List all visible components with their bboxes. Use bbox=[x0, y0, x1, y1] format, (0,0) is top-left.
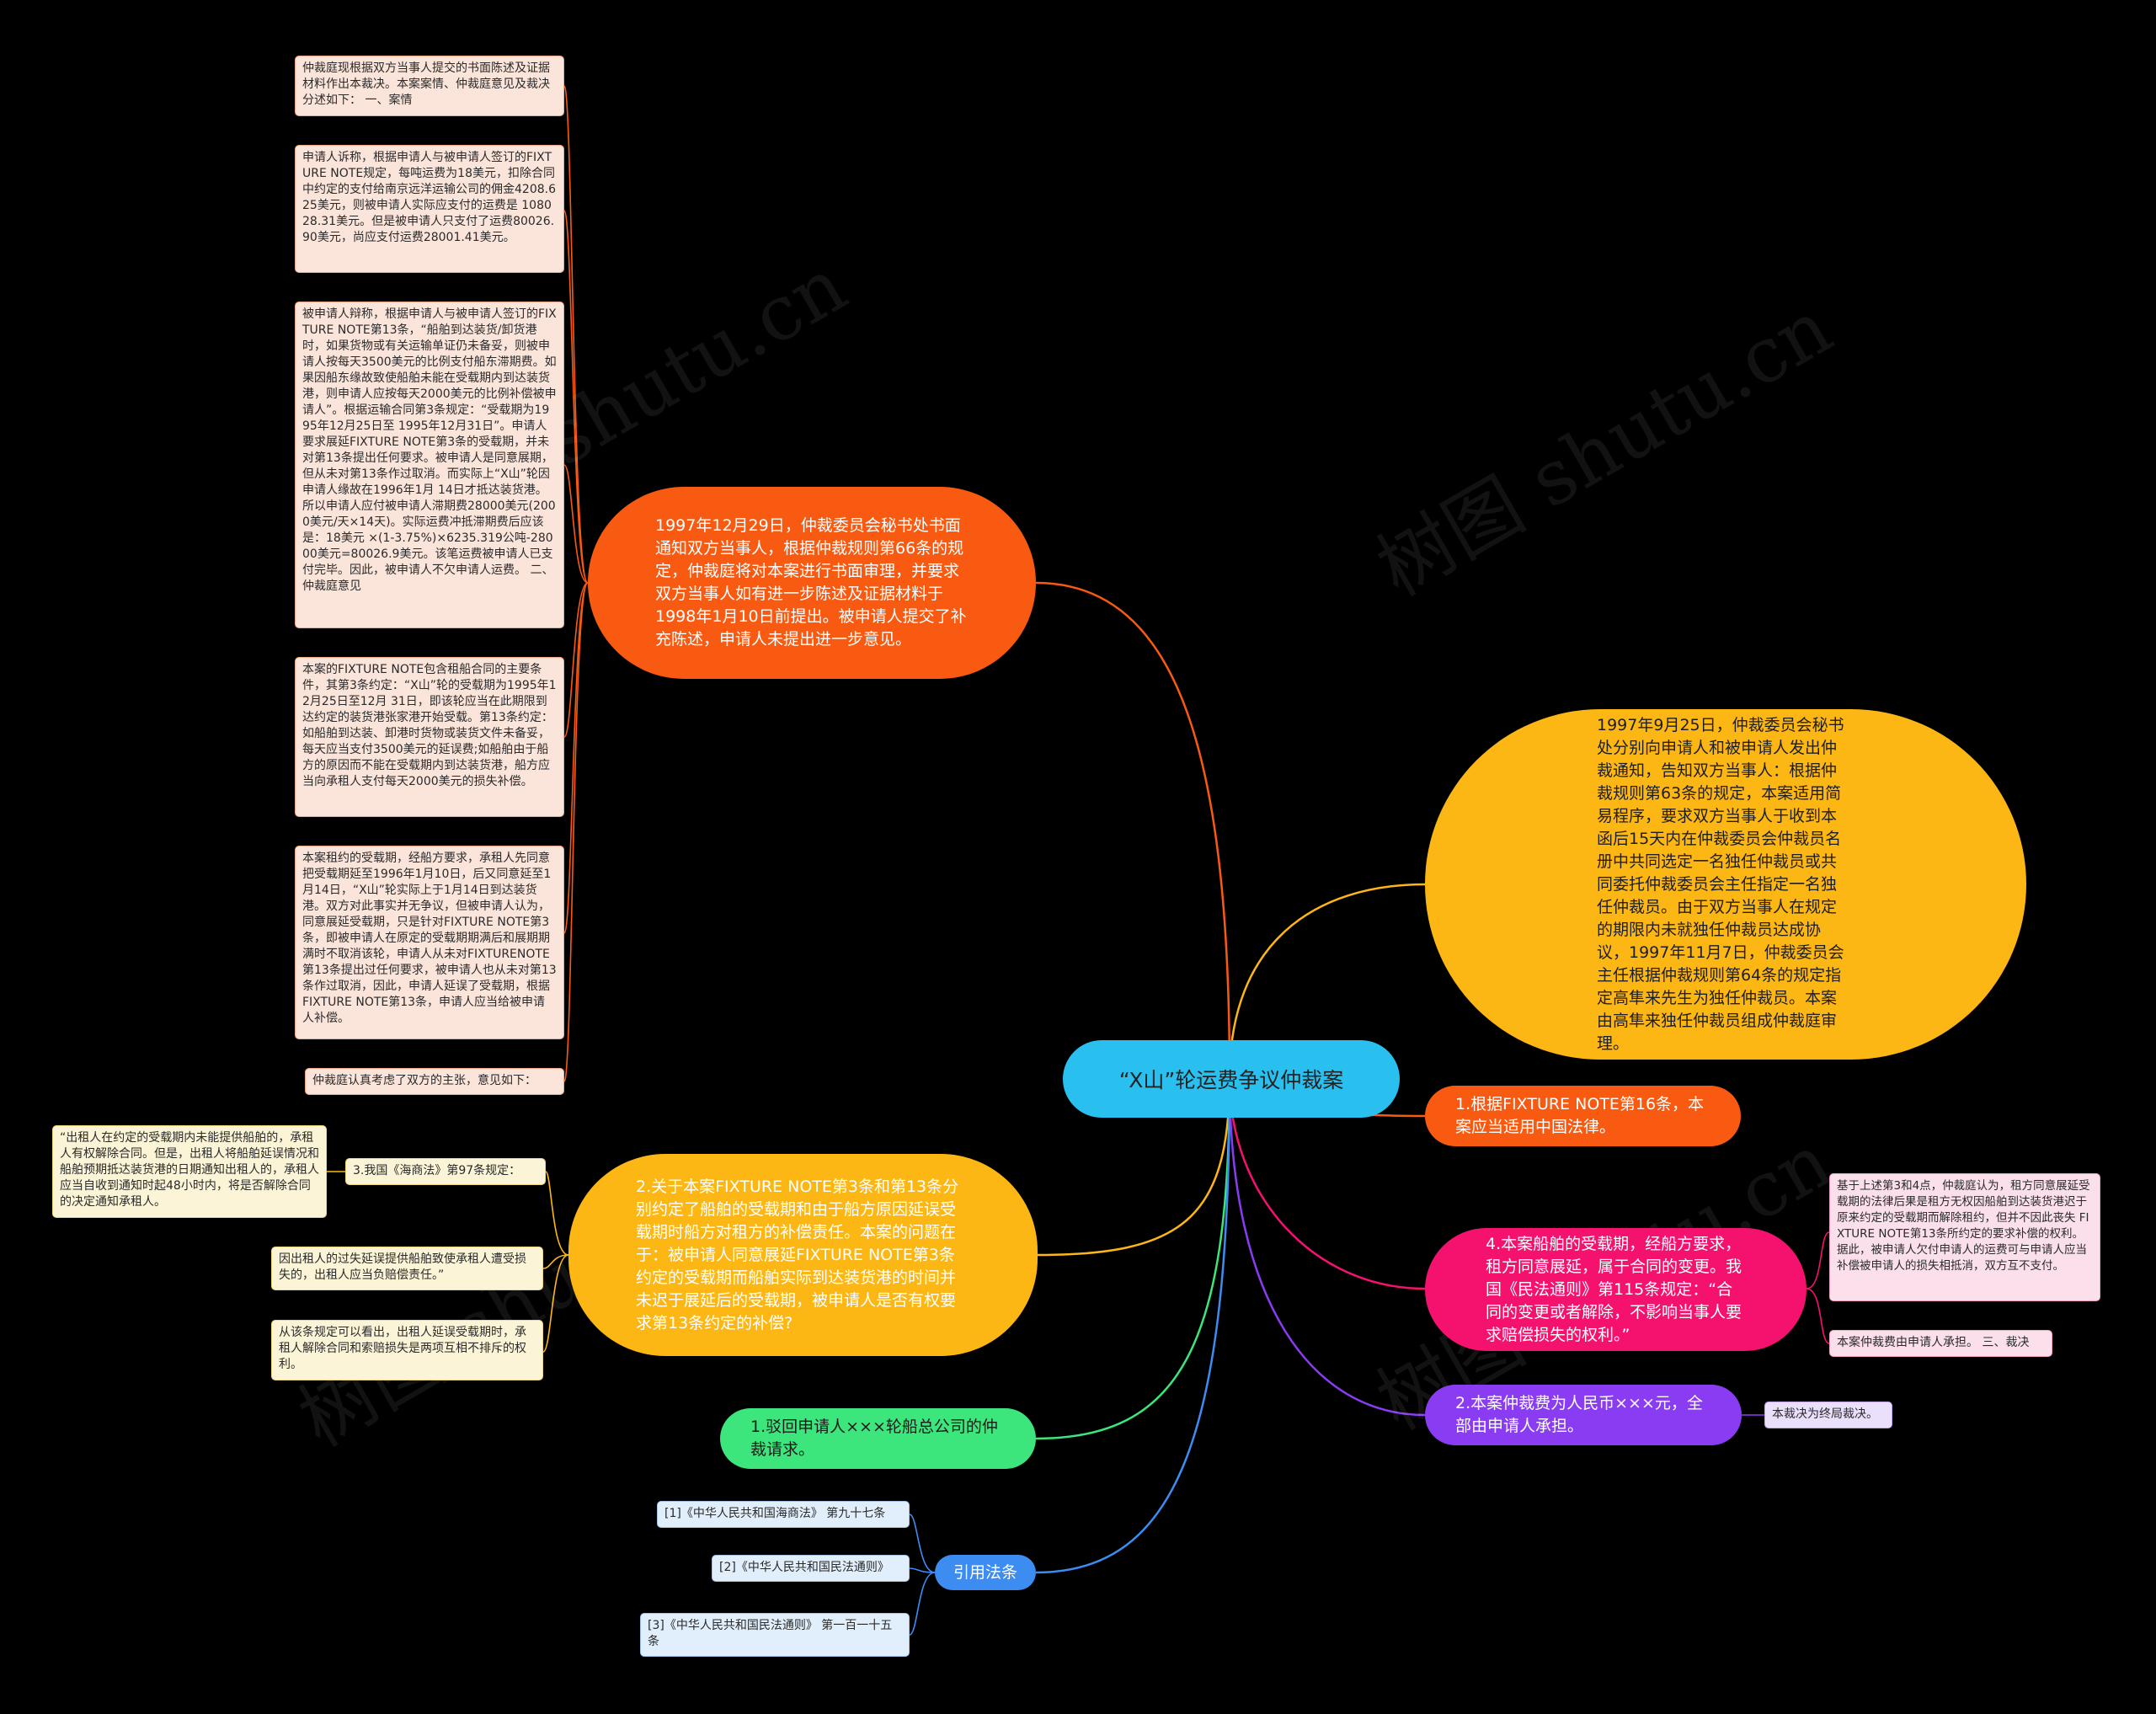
leaf-carrier-liability[interactable]: 因出租人的过失延误提供船舶致使承租人遭受损失的，出租人应当负赔偿责任。” bbox=[271, 1247, 543, 1290]
leaf-law-civil-principles-art115[interactable]: [3]《中华人民共和国民法通则》 第一百一十五条 bbox=[640, 1613, 910, 1657]
leaf-case-intro[interactable]: 仲裁庭现根据双方当事人提交的书面陈述及证据材料作出本裁决。本案案情、仲裁庭意见及… bbox=[295, 56, 564, 116]
leaf-fee-ruling[interactable]: 本案仲裁费由申请人承担。 三、裁决 bbox=[1829, 1330, 2052, 1357]
leaf-laycan-extension[interactable]: 本案租约的受载期，经船方要求，承租人先同意把受载期延至1996年1月10日，后又… bbox=[295, 846, 564, 1039]
link-pink-branch bbox=[1228, 1077, 1426, 1290]
branch-cited-laws[interactable]: 引用法条 bbox=[935, 1555, 1036, 1590]
link-green-branch bbox=[1035, 1077, 1231, 1440]
link-purple-branch bbox=[1228, 1077, 1426, 1417]
leaf-final-award[interactable]: 本裁决为终局裁决。 bbox=[1764, 1402, 1892, 1428]
central-topic[interactable]: “X山”轮运费争议仲裁案 bbox=[1063, 1040, 1400, 1118]
leaf-applicant-claim[interactable]: 申请人诉称，根据申请人与被申请人签订的FIXTURE NOTE规定，每吨运费为1… bbox=[295, 145, 564, 273]
branch-arbitration-fee[interactable]: 2.本案仲裁费为人民币×××元，全部由申请人承担。 bbox=[1425, 1385, 1742, 1445]
branch-arbitration-notice-appointment[interactable]: 1997年9月25日，仲裁委员会秘书处分别向申请人和被申请人发出仲裁通知，告知双… bbox=[1425, 709, 2026, 1060]
leaf-tribunal-opinion[interactable]: 仲裁庭认真考虑了双方的主张，意见如下： bbox=[305, 1068, 564, 1095]
leaf-maritime-code-quote[interactable]: “出租人在约定的受载期内未能提供船舶的，承租人有权解除合同。但是，出租人将船舶延… bbox=[52, 1125, 327, 1218]
leaf-fixture-note-terms[interactable]: 本案的FIXTURE NOTE包含租船合同的主要条件，其第3条约定：“X山”轮的… bbox=[295, 657, 564, 817]
link-orange-branch bbox=[1035, 581, 1231, 1079]
leaf-law-civil-principles[interactable]: [2]《中华人民共和国民法通则》 bbox=[712, 1555, 910, 1582]
leaf-respondent-defense[interactable]: 被申请人辩称，根据申请人与被申请人签订的FIXTURE NOTE第13条，“船舶… bbox=[295, 302, 564, 628]
link-gold-branch bbox=[1228, 883, 1426, 1079]
leaf-tribunal-finding[interactable]: 基于上述第3和4点，仲裁庭认为，租方同意展延受载期的法律后果是租方无权因船舶到达… bbox=[1829, 1173, 2100, 1301]
leaf-law-maritime-code[interactable]: [1]《中华人民共和国海商法》 第九十七条 bbox=[657, 1501, 910, 1528]
leaf-rights-conclusion[interactable]: 从该条规定可以看出，出租人延误受载期时，承租人解除合同和索赔损失是两项互相不排斥… bbox=[271, 1320, 543, 1380]
leaf-maritime-code-art97[interactable]: 3.我国《海商法》第97条规定： bbox=[345, 1158, 546, 1185]
link-blue-branch bbox=[1035, 1077, 1231, 1574]
branch-applicable-law[interactable]: 1.根据FIXTURE NOTE第16条，本案应当适用中国法律。 bbox=[1425, 1086, 1741, 1146]
branch-arbitration-notice-written[interactable]: 1997年12月29日，仲裁委员会秘书处书面通知双方当事人，根据仲裁规则第66条… bbox=[588, 487, 1036, 679]
branch-contract-modification[interactable]: 4.本案船舶的受载期，经船方要求，租方同意展延，属于合同的变更。我国《民法通则》… bbox=[1425, 1228, 1806, 1351]
branch-fixture-note-question[interactable]: 2.关于本案FIXTURE NOTE第3条和第13条分别约定了船舶的受载期和由于… bbox=[568, 1154, 1038, 1356]
branch-reject-claim[interactable]: 1.驳回申请人×××轮船总公司的仲裁请求。 bbox=[720, 1408, 1036, 1469]
link-yellow-branch bbox=[1037, 1077, 1231, 1257]
